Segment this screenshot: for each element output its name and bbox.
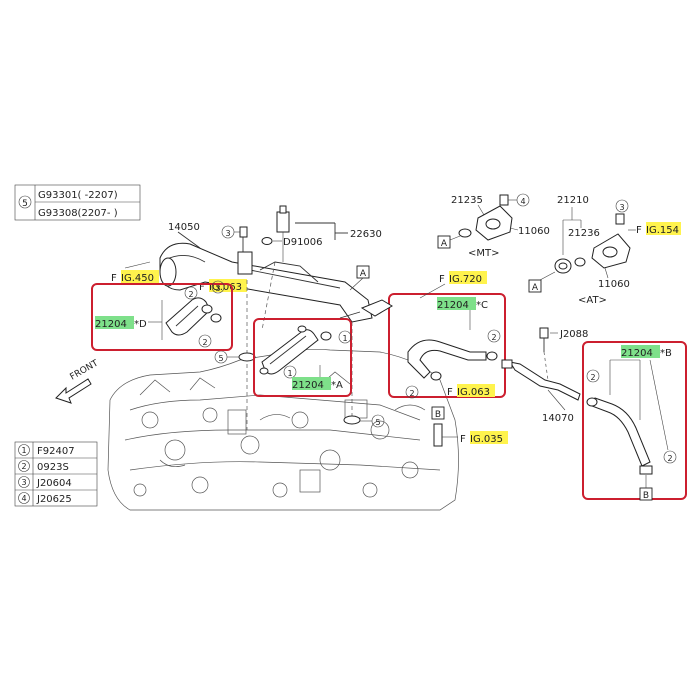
hose-d-suffix: *D [134,319,147,330]
fig-ref-035[interactable]: F IG.035 [460,431,508,445]
fig-154-prefix: F [636,225,642,236]
legend-top: 5 G93301( -2207) G93308(2207- ) [14,184,141,221]
fig-450-text: IG.450 [121,273,154,284]
fig-154-text: IG.154 [646,225,679,236]
callout-hose-c[interactable]: 2 2 21204 *C F IG.063 [388,293,506,399]
marker-5-right: 5 [375,418,380,427]
legend-code-4: J20625 [36,494,72,505]
fig-ref-063-top[interactable]: F IG.063 [199,279,247,293]
fig-ref-720[interactable]: F IG.720 [419,271,487,299]
label-mt: <MT> [468,248,500,259]
marker-2-c-top: 2 [491,333,496,342]
marker-2-b-top: 2 [590,373,595,382]
marker-b-center-text: B [435,410,441,420]
front-label: FRONT [69,358,101,382]
marker-3-top: 3 [225,229,230,238]
label-21210: 21210 [557,195,589,206]
legend-num-4: 4 [21,494,26,503]
legend-top-row-2: G93308(2207- ) [38,208,118,219]
marker-1-a-bottom: 1 [287,369,292,378]
callout-hose-d[interactable]: 2 2 3 21204 *D [91,280,233,351]
hose-d-number: 21204 [95,319,127,330]
marker-2-c-bottom: 2 [409,389,414,398]
label-14070: 14070 [542,413,574,424]
gasket-5-right: 5 [343,414,385,428]
marker-a-pipe-text: A [360,269,367,279]
label-22630: 22630 [350,229,382,240]
marker-a-mt: A [441,239,448,249]
hose-b-number: 21204 [621,348,653,359]
legend-num-1: 1 [21,446,26,455]
thermostat-at: 21210 21236 3 11060 A <AT> [528,195,631,306]
water-pipe-14050: 14050 [159,222,373,323]
callout-hose-b[interactable]: 2 2 21204 *B B [582,341,687,501]
marker-a-pipe: A [349,265,370,291]
engine-block [107,348,459,511]
marker-2-b-bottom: 2 [667,454,672,463]
pipe-connector [339,299,393,319]
fig-720-text: IG.720 [449,274,482,285]
label-21235: 21235 [451,195,483,206]
callout-hose-a[interactable]: 1 1 21204 *A [253,318,352,397]
fig-ref-450[interactable]: F IG.450 [111,261,159,284]
fig-035-prefix: F [460,434,466,445]
fig-063-top-prefix: F [199,282,205,293]
hose-c-suffix: *C [476,300,488,311]
hose-a-number: 21204 [292,380,324,391]
fig-450-prefix: F [111,273,117,284]
label-at: <AT> [578,295,607,306]
fig-063-c-text: IG.063 [457,387,490,398]
marker-a-at: A [532,283,539,293]
fig-ref-154[interactable]: F IG.154 [628,222,681,236]
legend-code-3: J20604 [36,478,72,489]
legend-num-3: 3 [21,478,26,487]
legend-top-row-1: G93301( -2207) [38,190,118,201]
label-11060-at: 11060 [598,279,630,290]
thermostat-mt: 21235 4 11060 A <MT> [437,193,550,259]
marker-4-mt: 4 [520,197,525,206]
hose-b-suffix: *B [660,348,672,359]
pipe-14070: 14070 J2088 [501,327,588,424]
fig-063-top-text: IG.063 [209,282,242,293]
marker-2-d-top: 2 [188,290,193,299]
label-14050: 14050 [168,222,200,233]
fig-063-c-prefix: F [447,387,453,398]
hose-c-number: 21204 [437,300,469,311]
fig-035-text: IG.035 [470,434,503,445]
marker-3-at: 3 [619,203,624,212]
marker-1-a-top: 1 [342,334,347,343]
legend-top-circle: 5 [22,199,28,209]
marker-3-d: 3 [215,284,220,293]
bolt-3-top: 3 [221,225,248,252]
legend-code-1: F92407 [37,446,75,457]
label-j2088: J2088 [559,329,588,340]
label-11060-mt: 11060 [518,226,550,237]
legend-code-2: 0923S [37,462,69,473]
hose-a-suffix: *A [331,380,343,391]
legend-bottom: 1 2 3 4 F92407 0923S J20604 J20625 [14,441,98,507]
label-d91006: D91006 [283,237,323,248]
sensor-22630: 22630 D91006 [261,205,382,262]
marker-b-right-text: B [643,491,649,501]
front-arrow: FRONT [55,358,101,404]
gasket-5-left: 5 [214,350,256,364]
fig-720-prefix: F [439,274,445,285]
label-21236: 21236 [568,228,600,239]
marker-b-center: B [431,406,458,447]
marker-5-left: 5 [218,354,223,363]
marker-2-d-bottom: 2 [202,338,207,347]
legend-num-2: 2 [21,462,26,471]
